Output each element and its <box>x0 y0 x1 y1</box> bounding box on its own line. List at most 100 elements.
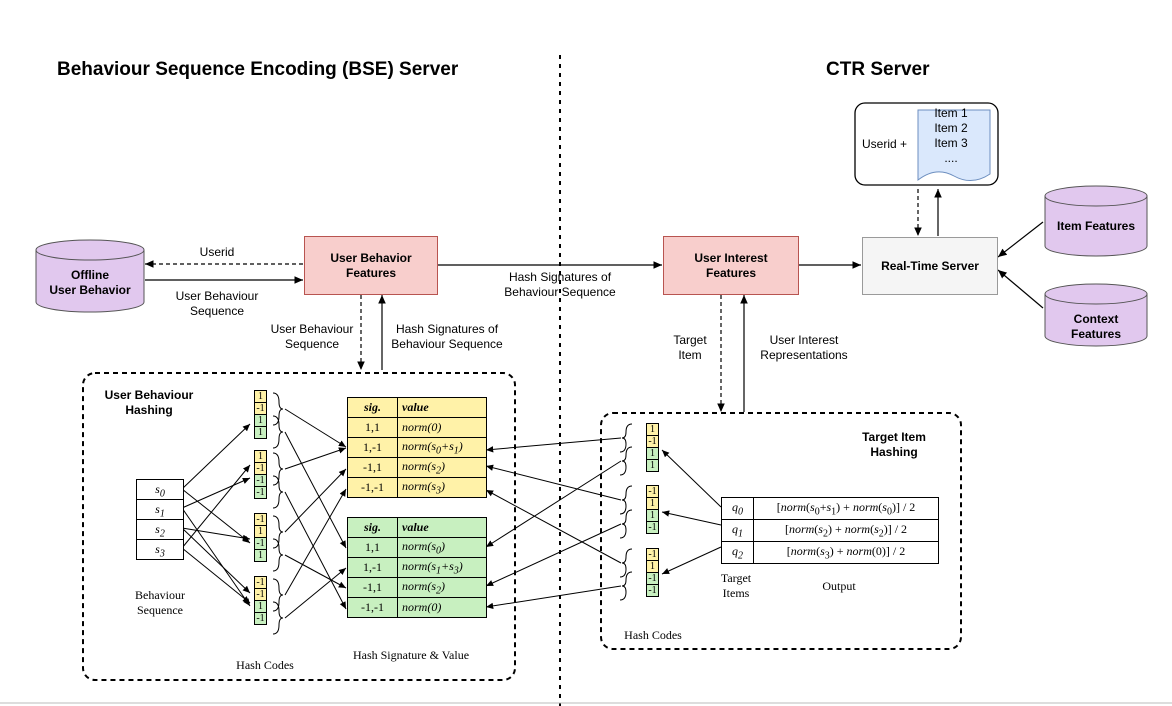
user-interest-features-label: User Interest Features <box>694 250 768 280</box>
table-cell: 1,-1 <box>347 437 398 458</box>
item-list-entry: .... <box>944 151 958 165</box>
context-features-label: Context Features <box>1070 312 1122 341</box>
item-features-label: Item Features <box>1056 219 1136 233</box>
hash-bit: 1 <box>254 426 267 439</box>
edge-label-user-behaviour-sequence: User Behaviour Sequence <box>175 289 259 318</box>
userid-plus-label: Userid + <box>862 137 908 151</box>
table-row: sig.value <box>347 397 487 418</box>
edge-item-features <box>997 221 1044 258</box>
behaviour-sequence: s0 s1 s2 s3 <box>136 479 184 560</box>
edge-label-ubs-down: User Behaviour Sequence <box>270 322 354 351</box>
ctr-server-title: CTR Server <box>826 59 930 80</box>
user-interest-features-node[interactable]: User Interest Features <box>663 236 799 295</box>
hash-bit: -1 <box>254 513 267 526</box>
target-item-q1: q1 <box>721 519 754 542</box>
edge-context-features <box>997 269 1044 309</box>
behaviour-sequence-label: Behaviour Sequence <box>135 588 185 617</box>
table-cell: norm(s1+s3) <box>397 557 487 578</box>
edge-label-user-interest: User Interest Representations <box>760 333 848 362</box>
sequence-cell-s0: s0 <box>136 479 184 500</box>
table-cell: -1,1 <box>347 457 398 478</box>
target-item-q0: q0 <box>721 497 754 520</box>
hash-bit: -1 <box>254 537 267 550</box>
ubh-hash-codes-label: Hash Codes <box>236 658 294 672</box>
item-list-entry: Item 3 <box>934 136 968 150</box>
real-time-server-label: Real-Time Server <box>881 258 979 273</box>
table-cell: norm(s2) <box>397 457 487 478</box>
offline-user-behavior-label: Offline User Behavior <box>49 268 131 297</box>
hash-code-block: -1 1 -1 1 <box>254 513 267 562</box>
sequence-cell-s2: s2 <box>136 520 184 540</box>
tih-container <box>600 412 962 650</box>
hash-bit: -1 <box>254 486 267 499</box>
table-header: sig. <box>347 517 398 538</box>
output-cell: [norm(s2) + norm(s2)] / 2 <box>753 519 939 542</box>
hash-bit: -1 <box>646 521 659 534</box>
output-cell: [norm(s0+s1) + norm(s0)] / 2 <box>753 497 939 520</box>
table-row: sig.value <box>347 517 487 538</box>
hash-bit: -1 <box>646 584 659 597</box>
table-cell: norm(0) <box>397 417 487 438</box>
table-cell: 1,1 <box>347 417 398 438</box>
hash-bit: -1 <box>254 474 267 487</box>
user-behavior-features-node[interactable]: User Behavior Features <box>304 236 438 295</box>
output-cell: [norm(s3) + norm(0)] / 2 <box>753 541 939 564</box>
bse-server-title: Behaviour Sequence Encoding (BSE) Server <box>57 59 459 80</box>
hash-signature-value-label: Hash Signature & Value <box>352 648 470 662</box>
table-cell: norm(0) <box>397 597 487 618</box>
table-cell: -1,1 <box>347 577 398 598</box>
hash-code-block: 1 -1 1 1 <box>254 390 267 439</box>
hash-code-block: -1 1 -1 -1 <box>646 548 659 597</box>
table-header: value <box>397 397 487 418</box>
sequence-cell-s3: s3 <box>136 540 184 560</box>
hash-code-block: -1 -1 1 -1 <box>254 576 267 625</box>
table-cell: norm(s0+s1) <box>397 437 487 458</box>
hash-bit: 1 <box>646 459 659 472</box>
edge-label-hash-up: Hash Signatures of Behaviour Sequence <box>391 322 503 351</box>
offline-db-cylinder <box>35 239 145 313</box>
edge-label-userid: Userid <box>199 245 235 259</box>
ubh-container <box>82 372 516 681</box>
sequence-cell-s1: s1 <box>136 500 184 520</box>
table-header: sig. <box>347 397 398 418</box>
item-list-entry: Item 1 <box>934 106 968 120</box>
hash-bit: 1 <box>254 450 267 463</box>
target-items-label: Target Items <box>720 571 752 600</box>
edge-label-hash-signatures: Hash Signatures of Behaviour Sequence <box>504 270 616 299</box>
context-features-cylinder <box>1044 283 1148 347</box>
table-header: value <box>397 517 487 538</box>
output-table: q0 [norm(s0+s1) + norm(s0)] / 2 q1 [norm… <box>721 497 939 564</box>
hash-bit: -1 <box>254 612 267 625</box>
item-features-cylinder <box>1044 185 1148 257</box>
hash-bit: 1 <box>254 549 267 562</box>
edge-label-target-item: Target Item <box>673 333 707 362</box>
table-cell: -1,-1 <box>347 597 398 618</box>
item-list-document <box>917 109 991 182</box>
ubh-title: User Behaviour Hashing <box>104 388 194 417</box>
table-row: q1 [norm(s2) + norm(s2)] / 2 <box>721 519 939 542</box>
table-cell: 1,-1 <box>347 557 398 578</box>
hash-code-block: -1 1 1 -1 <box>646 485 659 534</box>
target-item-q2: q2 <box>721 541 754 564</box>
item-list: Item 1 Item 2 Item 3 .... <box>918 106 984 166</box>
table-cell: 1,1 <box>347 537 398 558</box>
tih-title: Target Item Hashing <box>862 430 926 459</box>
item-list-entry: Item 2 <box>934 121 968 135</box>
real-time-server-node[interactable]: Real-Time Server <box>862 237 998 295</box>
table-row: q2 [norm(s3) + norm(0)] / 2 <box>721 541 939 564</box>
table-cell: norm(s2) <box>397 577 487 598</box>
user-behavior-features-label: User Behavior Features <box>330 250 412 280</box>
table-row: q0 [norm(s0+s1) + norm(s0)] / 2 <box>721 497 939 520</box>
output-label: Output <box>822 579 856 593</box>
table-cell: -1,-1 <box>347 477 398 498</box>
hash-bit: -1 <box>646 485 659 498</box>
